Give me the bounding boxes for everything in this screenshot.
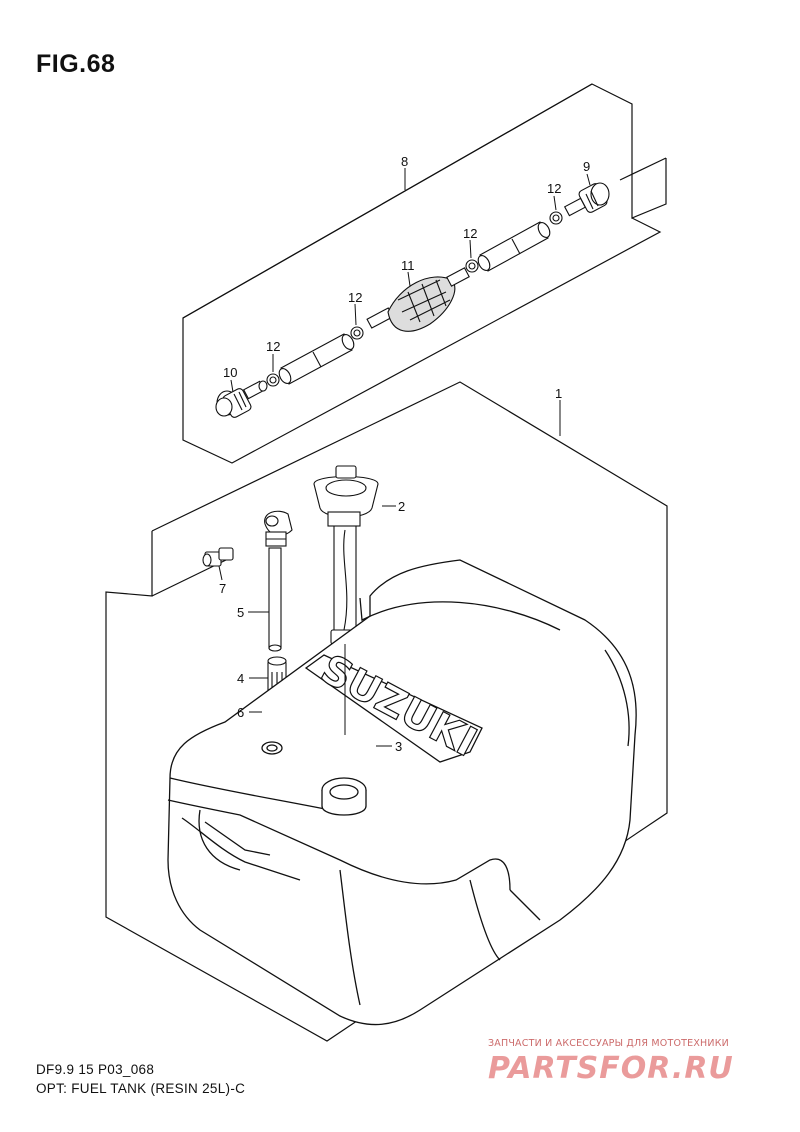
callout-12-b: 12 bbox=[463, 226, 477, 241]
watermark-subtitle: ЗАПЧАСТИ И АКСЕССУАРЫ ДЛЯ МОТОТЕХНИКИ bbox=[488, 1038, 729, 1049]
callout-labels: 1 2 3 4 5 6 7 8 9 10 11 12 12 12 12 bbox=[219, 154, 590, 754]
fitting-7 bbox=[202, 547, 234, 567]
callout-6: 6 bbox=[237, 705, 244, 720]
clip-12-b bbox=[350, 326, 364, 340]
footer-caption: OPT: FUEL TANK (RESIN 25L)-C bbox=[36, 1081, 246, 1096]
primer-bulb-11 bbox=[366, 267, 470, 332]
watermark-site: PARTSFOR.RU bbox=[488, 1051, 734, 1086]
callout-2: 2 bbox=[398, 499, 405, 514]
hose-segment-a bbox=[278, 333, 355, 385]
callout-8: 8 bbox=[401, 154, 408, 169]
callout-9: 9 bbox=[583, 159, 590, 174]
hose-segment-b bbox=[477, 221, 551, 272]
figure-title: FIG.68 bbox=[36, 50, 116, 78]
footer-model: DF9.9 15 P03_068 bbox=[36, 1062, 155, 1077]
callout-12-a: 12 bbox=[547, 181, 561, 196]
callout-1: 1 bbox=[555, 386, 562, 401]
callout-4: 4 bbox=[237, 671, 244, 686]
fuel-line-frame bbox=[182, 83, 667, 464]
clip-12-c bbox=[465, 259, 479, 273]
connector-10 bbox=[215, 380, 268, 418]
connector-9 bbox=[563, 182, 610, 217]
leader-lines bbox=[218, 168, 591, 747]
fuel-line-parts bbox=[215, 182, 610, 418]
clip-12-d bbox=[549, 211, 563, 225]
callout-3: 3 bbox=[395, 739, 402, 754]
fuel-tank-body bbox=[167, 559, 637, 1026]
elbow-tube-5 bbox=[264, 510, 293, 652]
callout-12-c: 12 bbox=[348, 290, 362, 305]
callout-10: 10 bbox=[223, 365, 237, 380]
callout-5: 5 bbox=[237, 605, 244, 620]
callout-11: 11 bbox=[401, 258, 415, 273]
watermark: ЗАПЧАСТИ И АКСЕССУАРЫ ДЛЯ МОТОТЕХНИКИ PA… bbox=[488, 1038, 788, 1086]
footer: DF9.9 15 P03_068 OPT: FUEL TANK (RESIN 2… bbox=[36, 1060, 245, 1098]
clip-12-a bbox=[266, 373, 280, 387]
callout-7: 7 bbox=[219, 581, 226, 596]
callout-12-d: 12 bbox=[266, 339, 280, 354]
